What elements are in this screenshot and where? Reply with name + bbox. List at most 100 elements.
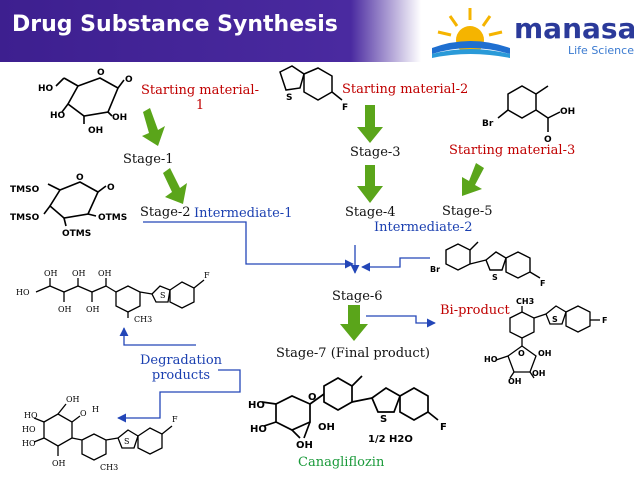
deg-f: F [172,415,178,424]
flow-degradation-to-openchain [119,327,196,346]
sm2-structure [279,65,343,101]
int1-tmso-top: TMSO [10,185,40,195]
open-oh1: OH [44,269,58,278]
deg-h: H [92,405,99,414]
int1-structure [43,181,107,227]
cana-s: S [380,414,387,425]
starting-material-2-label: Starting material-2 [342,82,469,97]
degradation-products-label: Degradation products [136,353,226,383]
sm1-oh-right: OH [112,113,127,123]
stage-1-label: Stage-1 [123,152,174,167]
sm1-o-keto: O [125,75,133,85]
cana-ho-top: HO [248,400,265,411]
stage-5-label: Stage-5 [442,204,493,219]
degradation-structure [33,403,173,461]
open-ho: HO [16,288,30,297]
bip-o: O [518,349,525,358]
logo-brand: manasa [514,12,634,45]
deg-s: S [124,437,129,446]
flow-stage6-to-biproduct [366,315,436,328]
open-oh3: OH [98,269,112,278]
stage-7-label: Stage-7 (Final product) [276,346,430,361]
bip-f: F [602,316,607,325]
open-oh4: OH [58,305,72,314]
sm3-br: Br [482,119,494,129]
sun-icon [432,8,510,58]
flow-intermediate1-to-stage6 [143,221,354,269]
bip-s: S [552,315,558,324]
green-arrow-stage6-stage7 [340,305,368,341]
deg-ho3: HO [22,439,36,448]
sm2-s: S [286,93,292,103]
manasa-logo: manasa Life Sciences [432,8,634,58]
title-banner [0,0,638,62]
sm1-label-line1: Starting material- [141,83,259,98]
cana-oh-bottom: OH [296,440,313,451]
canagliflozin-label: Canagliflozin [298,455,385,470]
sm1-ho-top: HO [38,84,54,94]
degradation-line2: products [151,368,211,383]
green-arrow-stage1-stage2 [163,168,187,204]
deg-oh-b: OH [52,459,66,468]
sm1-oh-bottom: OH [88,126,103,136]
bip-ch3: CH3 [516,297,534,306]
deg-ho2: HO [22,425,36,434]
open-oh5: OH [86,305,100,314]
degradation-line1: Degradation [139,353,223,368]
logo-tagline: Life Sciences [568,44,634,57]
cana-oh-mid: OH [318,422,335,433]
green-arrow-stage3-stage4 [357,165,383,203]
sm1-o-ring: O [97,68,105,78]
starting-material-1-label: Starting material- 1 [140,83,260,113]
stage-2-label: Stage-2 [140,205,191,220]
sm1-structure [55,77,125,124]
int1-o-ring: O [76,173,84,183]
sm2-f: F [342,103,348,113]
bip-oh-b: OH [532,369,546,378]
deg-o: O [80,409,87,418]
deg-ch3: CH3 [100,463,118,472]
slide-title: Drug Substance Synthesis [12,12,338,37]
flow-intermediate2-to-stage6 [361,257,430,272]
sm3-oh: OH [560,107,575,117]
degradation-box-edge [218,369,241,378]
cana-hydrate: 1/2 H2O [368,434,413,445]
deg-oh-top: OH [66,395,80,404]
flow-final-to-degradation [117,378,241,423]
int2-s: S [492,273,498,282]
cana-f: F [440,422,447,433]
biproduct-structure [495,305,600,379]
deg-ho1: HO [24,411,38,420]
intermediate-1-label: Intermediate-1 [194,206,293,221]
open-oh2: OH [72,269,86,278]
stage-3-label: Stage-3 [350,145,401,160]
canagliflozin-structure [261,375,439,439]
green-arrow-sm3-stage5 [462,163,484,196]
stage-6-label: Stage-6 [332,289,383,304]
int2-f: F [540,279,545,288]
open-ch3: CH3 [134,315,152,324]
bip-oh-r: OH [538,349,552,358]
int2-br: Br [430,265,440,274]
starting-material-3-label: Starting material-3 [449,143,576,158]
cana-o-ring: O [308,392,317,403]
sm3-o: O [544,135,552,145]
bip-oh-bl: OH [508,377,522,386]
int1-otms-right: OTMS [98,213,127,223]
sm3-structure [497,85,561,132]
sm1-label-line2: 1 [195,98,205,113]
cana-ho-left: HO [250,424,267,435]
green-arrow-sm1-stage1 [142,108,165,146]
stage-4-label: Stage-4 [345,205,396,220]
int1-tmso-left: TMSO [10,213,40,223]
int2-structure [445,241,541,279]
int1-otms-bottom: OTMS [62,229,91,239]
open-f: F [204,271,210,280]
openchain-structure [35,278,205,318]
int1-o-keto: O [107,183,115,193]
bip-ho: HO [484,355,498,364]
sm1-ho-left: HO [50,111,66,121]
intermediate-2-label: Intermediate-2 [374,220,473,235]
open-s: S [160,291,165,300]
